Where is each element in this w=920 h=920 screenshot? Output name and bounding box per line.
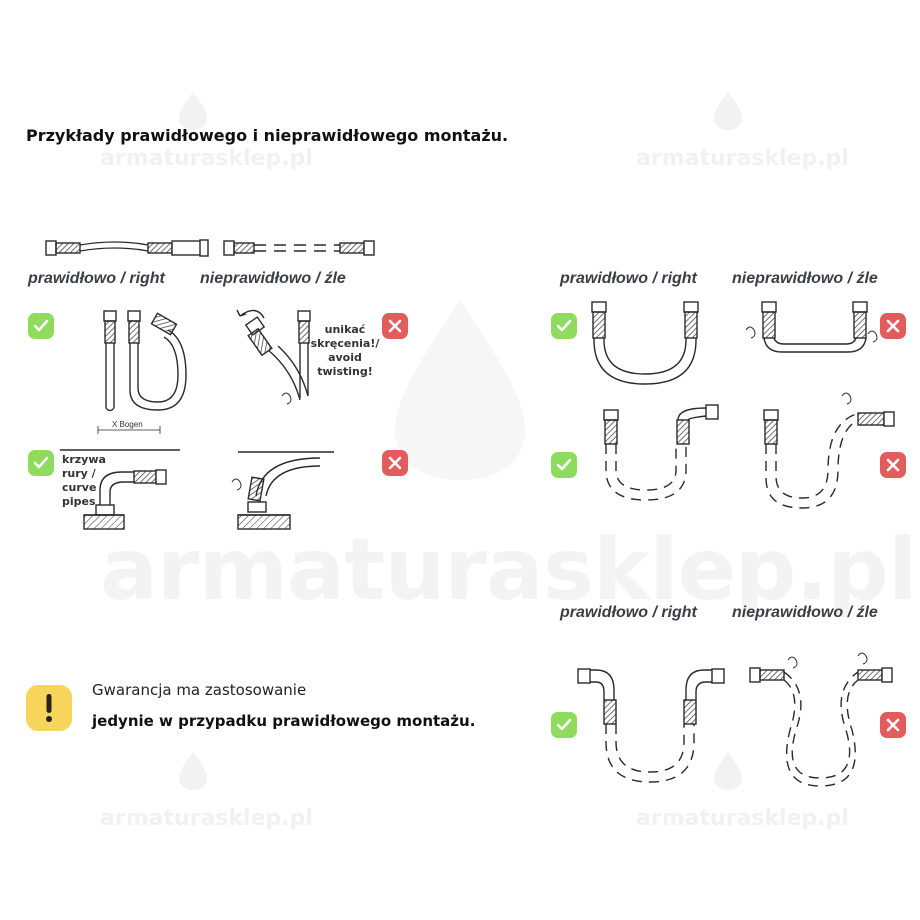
note-curve-pipes: krzywa rury / curve pipes	[62, 453, 112, 509]
label-correct-right-1: prawidłowo / right	[560, 270, 697, 287]
label-correct-right-2: prawidłowo / right	[560, 604, 697, 621]
label-incorrect-right-2: nieprawidłowo / źle	[732, 604, 878, 621]
check-icon	[28, 313, 54, 339]
cross-icon	[382, 313, 408, 339]
check-icon	[551, 313, 577, 339]
drop-watermark-icon	[395, 300, 525, 480]
note-line: rury /	[62, 467, 96, 480]
note-line: pipes	[62, 495, 96, 508]
cross-icon	[880, 712, 906, 738]
check-icon	[28, 450, 54, 476]
cross-icon	[880, 313, 906, 339]
label-incorrect-left: nieprawidłowo / źle	[200, 270, 346, 287]
check-icon	[551, 452, 577, 478]
drop-watermark-icon-tr	[714, 92, 742, 130]
straight-hose-correct	[45, 239, 209, 257]
note-line: curve	[62, 481, 97, 494]
guarantee-text-line2: jedynie w przypadku prawidłowego montażu…	[92, 712, 476, 730]
page-title: Przykłady prawidłowego i nieprawidłowego…	[26, 126, 509, 145]
drop-watermark-icon-bl	[179, 752, 207, 790]
twisted-loop-hose-incorrect	[749, 652, 893, 787]
drop-watermark-icon-br	[714, 752, 742, 790]
elbow-loop-hose-correct	[577, 668, 725, 783]
watermark-bottom-right: armaturasklep.pl	[636, 806, 849, 831]
stretched-hose-incorrect	[745, 301, 878, 353]
note-line: twisting!	[317, 365, 373, 378]
twisted-hose-incorrect	[236, 309, 311, 405]
exclamation-icon	[26, 685, 72, 731]
u-hose-correct	[127, 310, 187, 411]
straight-hose-incorrect	[223, 240, 375, 256]
note-line: avoid	[328, 351, 362, 364]
note-line: unikać	[324, 323, 366, 336]
watermark-top-left: armaturasklep.pl	[100, 146, 313, 171]
note-line: krzywa	[62, 453, 106, 466]
note-bend-distance: X Bogen	[112, 420, 143, 429]
guarantee-text-line1: Gwarancja ma zastosowanie	[92, 681, 307, 699]
note-line: skręcenia!/	[310, 337, 380, 350]
sharp-bend-incorrect	[231, 451, 334, 530]
watermark-bottom-left: armaturasklep.pl	[100, 806, 313, 831]
curve-pipe-correct	[60, 426, 180, 530]
vertical-hose-correct	[103, 310, 117, 412]
twisted-u-hose-incorrect	[763, 392, 895, 509]
elbow-u-hose-correct	[603, 404, 719, 501]
wide-u-hose-correct	[591, 301, 699, 385]
drop-watermark-icon-tl	[179, 92, 207, 130]
watermark-top-right: armaturasklep.pl	[636, 146, 849, 171]
label-correct-left: prawidłowo / right	[28, 270, 165, 287]
note-avoid-twisting: unikać skręcenia!/ avoid twisting!	[310, 323, 380, 379]
cross-icon	[382, 450, 408, 476]
check-icon	[551, 712, 577, 738]
cross-icon	[880, 452, 906, 478]
label-incorrect-right-1: nieprawidłowo / źle	[732, 270, 878, 287]
watermark-center: armaturasklep.pl	[100, 520, 917, 620]
